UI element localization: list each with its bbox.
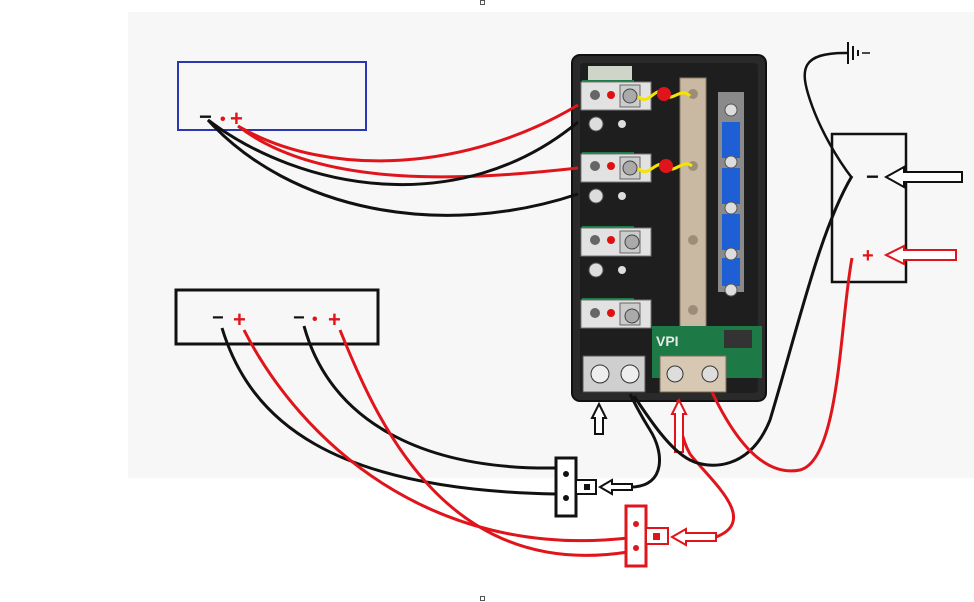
wire-negative [632, 175, 854, 467]
arrow-up-icon [590, 401, 608, 435]
wire-positive [710, 257, 854, 473]
fuse [722, 122, 740, 158]
wire-negative [206, 118, 579, 217]
resize-handle-top[interactable] [480, 0, 485, 5]
wire-positive [237, 124, 579, 179]
stud-block-2 [580, 153, 652, 183]
battery-bottom-right-plus: + [328, 307, 341, 332]
charger-box [830, 132, 908, 284]
wire-negative [628, 393, 662, 489]
arrow-left-icon [883, 165, 963, 189]
arrow-left-icon [669, 527, 717, 547]
terminal [618, 120, 626, 128]
battery-bottom-right-dot: • [312, 311, 318, 328]
arrow-up-icon [670, 397, 688, 453]
wire-negative [207, 118, 579, 186]
stud-block-4 [580, 299, 652, 329]
terminal [588, 116, 604, 132]
battery-top-minus: − [199, 104, 212, 129]
wire-negative [220, 327, 557, 496]
terminal [618, 192, 626, 200]
battery-top-plus: + [230, 106, 243, 131]
stud-block-3 [580, 227, 652, 257]
charger-minus: − [866, 164, 879, 189]
charger-plus: + [862, 245, 874, 267]
distribution-panel: VPI [571, 54, 767, 402]
wire-positive [338, 329, 629, 557]
stud-block-1 [580, 81, 652, 111]
battery-bottom-right-minus: − [293, 307, 305, 329]
arrow-left-icon [883, 244, 957, 266]
battery-bottom-left-plus: + [233, 307, 246, 332]
fuse-link-dot [659, 159, 673, 173]
battery-top-dot: • [220, 111, 226, 128]
wire-positive [237, 103, 579, 163]
fuse [722, 214, 740, 250]
fuse [722, 258, 740, 286]
wire-positive [242, 329, 629, 543]
wire-ground [803, 51, 853, 179]
fuse [722, 168, 740, 204]
battery-bottom [174, 288, 380, 346]
busbar [679, 77, 707, 359]
terminal [618, 266, 626, 274]
battery-bottom-left-minus: − [212, 307, 224, 329]
positive-junction-block [624, 504, 669, 568]
busbar-label: VPI [656, 333, 679, 349]
terminal [588, 262, 604, 278]
battery-top [177, 61, 367, 131]
terminal [588, 188, 604, 204]
arrow-left-icon [598, 478, 633, 496]
background-photo-area [128, 12, 974, 478]
fuse-link-dot [657, 87, 671, 101]
resize-handle-bottom[interactable] [480, 596, 485, 601]
negative-junction-block [554, 456, 597, 518]
